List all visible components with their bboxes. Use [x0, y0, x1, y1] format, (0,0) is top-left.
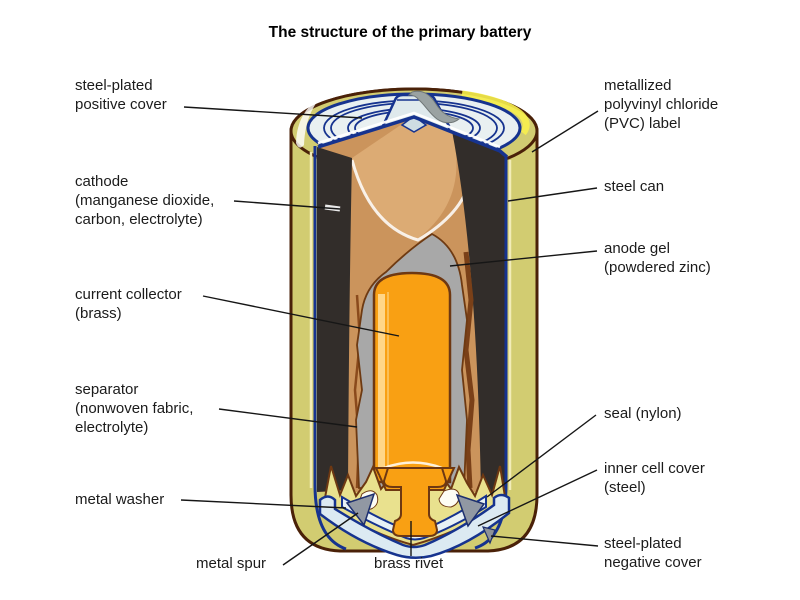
label-negative-cover: steel-plated negative cover [604, 535, 702, 571]
label-separator: separator (nonwoven fabric, electrolyte) [75, 381, 194, 436]
leader-anode-gel [449, 250, 598, 267]
seal-white-hook-right [438, 488, 460, 508]
rim-glow-highlight [461, 90, 530, 136]
separator-line-right [463, 251, 475, 489]
cover-cut-edge-white [317, 111, 501, 149]
leader-steel-can [507, 187, 598, 202]
leader-metal-washer [180, 499, 347, 509]
leader-negative-cover [490, 535, 599, 547]
negative-cover-shape [318, 493, 511, 559]
label-cathode: cathode (manganese dioxide, carbon, elec… [75, 173, 215, 228]
leader-lines [180, 106, 599, 566]
leader-positive-cover [183, 106, 363, 119]
steel-can-line-left [313, 146, 347, 551]
leader-metal-spur [282, 512, 359, 566]
label-positive-cover: steel-plated positive cover [75, 77, 167, 113]
cathode-cross-section-left [317, 147, 352, 492]
bottom-closure-assembly [318, 464, 511, 559]
cathode-top-face-highlight [350, 159, 472, 242]
label-anode-gel: anode gel (powdered zinc) [604, 240, 711, 276]
rim-white-crescent [296, 98, 320, 148]
label-brass-rivet: brass rivet [374, 555, 444, 572]
label-inner-cell-cover: inner cell cover (steel) [604, 460, 705, 496]
cathode-cross-section-right [452, 131, 507, 497]
collector-rod-body [372, 271, 452, 484]
label-pvc-label: metallized polyvinyl chloride (PVC) labe… [604, 77, 719, 132]
leader-cathode [233, 200, 341, 210]
brass-rivet-shape [382, 467, 448, 537]
collector-rod-bottom-sheen [383, 461, 443, 470]
cover-cut-edge [317, 115, 509, 159]
anode-contact-ribbon [407, 90, 461, 124]
current-collector-rod [372, 271, 452, 484]
collector-rod-highlight [378, 294, 385, 476]
leader-seal [486, 414, 597, 498]
label-steel-can: steel can [604, 178, 665, 195]
leader-inner-cell-cover [477, 469, 598, 527]
diagram-title: The structure of the primary battery [268, 24, 532, 41]
label-metal-spur: metal spur [196, 555, 267, 572]
label-metal-washer: metal washer [75, 491, 165, 508]
cathode-top-face [352, 116, 457, 240]
label-current-collector: current collector (brass) [75, 286, 182, 322]
label-seal: seal (nylon) [604, 405, 682, 422]
steel-can-line-right [474, 157, 508, 550]
leader-pvc-label [531, 110, 599, 153]
leader-separator [218, 408, 358, 428]
metal-washer-right [455, 493, 486, 528]
leader-current-collector [202, 295, 400, 337]
